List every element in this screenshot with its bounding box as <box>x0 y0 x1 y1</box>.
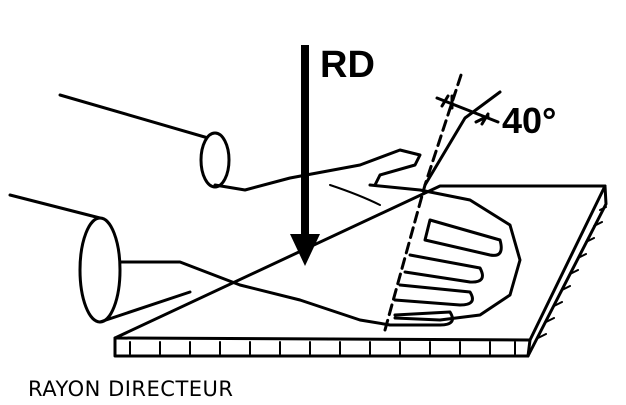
cassette-plate <box>113 184 608 358</box>
hand <box>329 183 522 327</box>
central-ray-arrow <box>290 45 320 266</box>
beam-label: RD <box>320 44 375 86</box>
angle-label: 40° <box>502 100 557 141</box>
arm <box>8 93 422 327</box>
caption: RAYON DIRECTEUR <box>28 377 234 401</box>
angle-indicator <box>383 70 502 332</box>
